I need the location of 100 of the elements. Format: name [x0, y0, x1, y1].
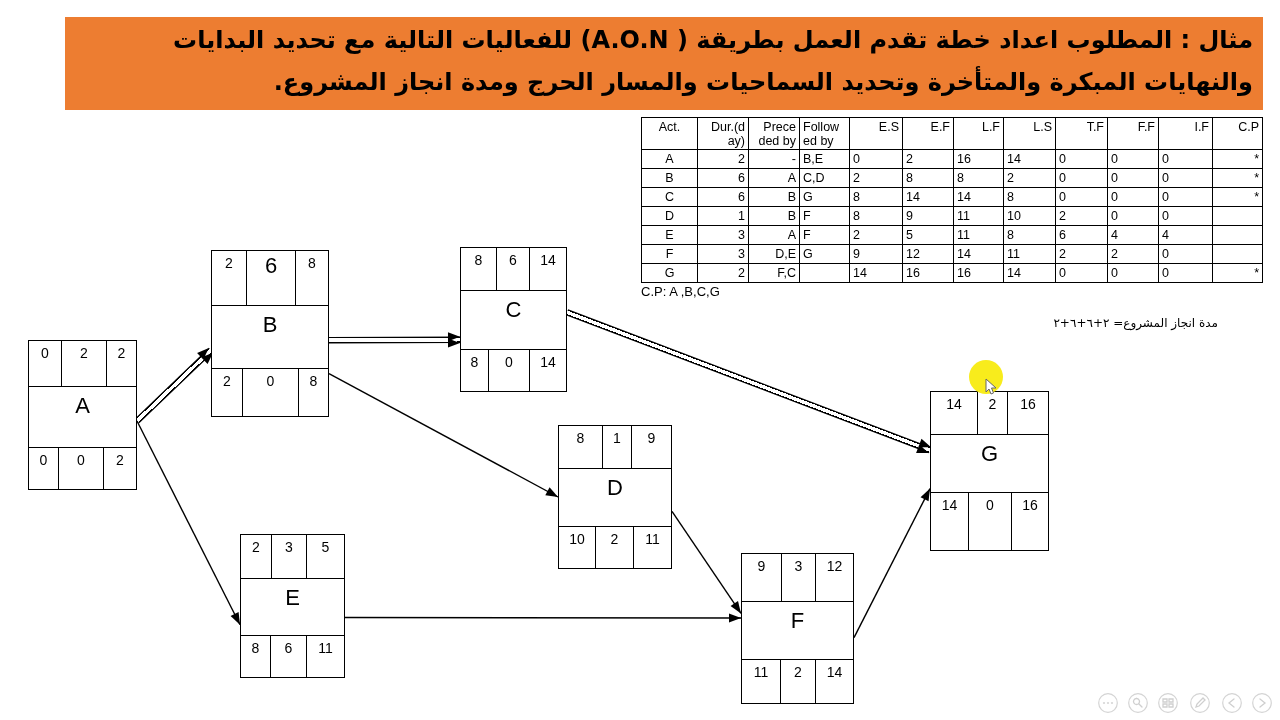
table-cell: 1 — [697, 206, 749, 226]
duration-formula: مدة انجاز المشروع= ٢+٦+٦+٢ — [1053, 316, 1218, 331]
table-cell: 16 — [953, 263, 1004, 283]
table-cell: D — [641, 206, 698, 226]
table-cell: F — [641, 244, 698, 264]
node-cell: 6 — [247, 251, 296, 306]
table-cell: 0 — [1158, 168, 1213, 188]
table-cell: 14 — [1003, 149, 1056, 169]
table-cell: 0 — [1107, 168, 1159, 188]
table-cell: 14 — [849, 263, 903, 283]
node-cell: 14 — [816, 659, 853, 703]
table-cell: 0 — [1107, 149, 1159, 169]
node-cell: 12 — [816, 554, 853, 602]
table-cell: 9 — [902, 206, 954, 226]
activity-label: B — [262, 313, 278, 337]
activity-label: E — [285, 586, 300, 610]
column-header: I.F — [1158, 117, 1213, 150]
table-cell: 2 — [1055, 244, 1108, 264]
arrow — [328, 372, 559, 498]
node-cell: 0 — [243, 368, 299, 416]
table-cell: 8 — [1003, 225, 1056, 245]
table-cell: G — [641, 263, 698, 283]
table-cell: 8 — [1003, 187, 1056, 207]
node-cell: 0 — [59, 447, 104, 489]
title-banner: مثال : المطلوب اعداد خطة تقدم العمل بطريقة ( A.O.N) للفعاليات التالية مع تحديد البدايات والنهايات المبكرة والمتأخرة وتحديد السماحيات والمسار الحرج ومدة انجاز المشروع. — [65, 17, 1263, 110]
table-cell: C — [641, 187, 698, 207]
table-cell: 0 — [1158, 206, 1213, 226]
table-cell: A — [748, 168, 800, 188]
node-cell: 9 — [632, 426, 671, 469]
node-cell: 2 — [781, 659, 816, 703]
node-cell: 8 — [296, 251, 328, 306]
node-cell: 5 — [307, 535, 344, 579]
table-cell: 2 — [1003, 168, 1056, 188]
table-cell: 3 — [697, 225, 749, 245]
table-cell: 2 — [1107, 244, 1159, 264]
node-cell: 14 — [931, 492, 969, 550]
activity-node — [558, 425, 672, 569]
table-cell: 2 — [697, 149, 749, 169]
table-cell: 14 — [953, 244, 1004, 264]
activity-node — [240, 534, 345, 678]
arrow — [136, 420, 241, 626]
table-cell: 2 — [902, 149, 954, 169]
column-header: T.F — [1055, 117, 1108, 150]
table-cell: 8 — [849, 187, 903, 207]
table-cell: F,C — [748, 263, 800, 283]
table-cell: * — [1212, 149, 1263, 169]
table-cell: 0 — [1055, 187, 1108, 207]
table-cell: D,E — [748, 244, 800, 264]
column-header: L.F — [953, 117, 1004, 150]
node-cell: 9 — [742, 554, 782, 602]
activity-label: A — [75, 394, 90, 418]
table-cell: 6 — [697, 187, 749, 207]
table-cell: G — [799, 244, 850, 264]
table-cell: 6 — [1055, 225, 1108, 245]
table-cell: 14 — [1003, 263, 1056, 283]
table-cell: 11 — [953, 206, 1004, 226]
table-cell: 8 — [953, 168, 1004, 188]
table-cell: E — [641, 225, 698, 245]
node-cell: 8 — [559, 426, 603, 469]
node-cell: 2 — [62, 341, 107, 387]
node-cell: 3 — [272, 535, 307, 579]
node-cell: 16 — [1012, 492, 1048, 550]
node-cell: 14 — [530, 349, 566, 391]
column-header: E.F — [902, 117, 954, 150]
table-cell: 4 — [1158, 225, 1213, 245]
node-cell: 8 — [241, 635, 271, 677]
table-cell: B — [748, 187, 800, 207]
table-cell: B — [748, 206, 800, 226]
node-cell: 0 — [29, 341, 62, 387]
table-cell: F — [799, 225, 850, 245]
activity-node — [741, 553, 854, 704]
node-cell: 14 — [931, 392, 978, 435]
table-cell: 2 — [849, 168, 903, 188]
table-cell: 12 — [902, 244, 954, 264]
activity-label: F — [790, 609, 805, 633]
arrow — [671, 510, 742, 615]
node-cell: 11 — [307, 635, 344, 677]
activity-label: G — [980, 442, 999, 466]
column-header: Follow ed by — [799, 117, 850, 150]
node-cell: 2 — [212, 251, 247, 306]
node-cell: 16 — [1008, 392, 1048, 435]
activity-node — [930, 391, 1049, 551]
table-cell: - — [748, 149, 800, 169]
activity-label: C — [505, 298, 522, 322]
node-cell: 14 — [530, 248, 566, 291]
table-cell: 0 — [1107, 206, 1159, 226]
arrow — [853, 487, 931, 639]
table-cell: A — [748, 225, 800, 245]
table-cell: 0 — [1055, 168, 1108, 188]
activity-node — [460, 247, 567, 392]
table-cell: 5 — [902, 225, 954, 245]
table-cell: 8 — [849, 206, 903, 226]
node-cell: 8 — [461, 349, 489, 391]
table-cell: 2 — [849, 225, 903, 245]
node-cell: 2 — [241, 535, 272, 579]
table-cell: 11 — [953, 225, 1004, 245]
table-cell: 9 — [849, 244, 903, 264]
node-cell: 2 — [104, 447, 136, 489]
table-cell: 10 — [1003, 206, 1056, 226]
table-cell: 0 — [1158, 149, 1213, 169]
